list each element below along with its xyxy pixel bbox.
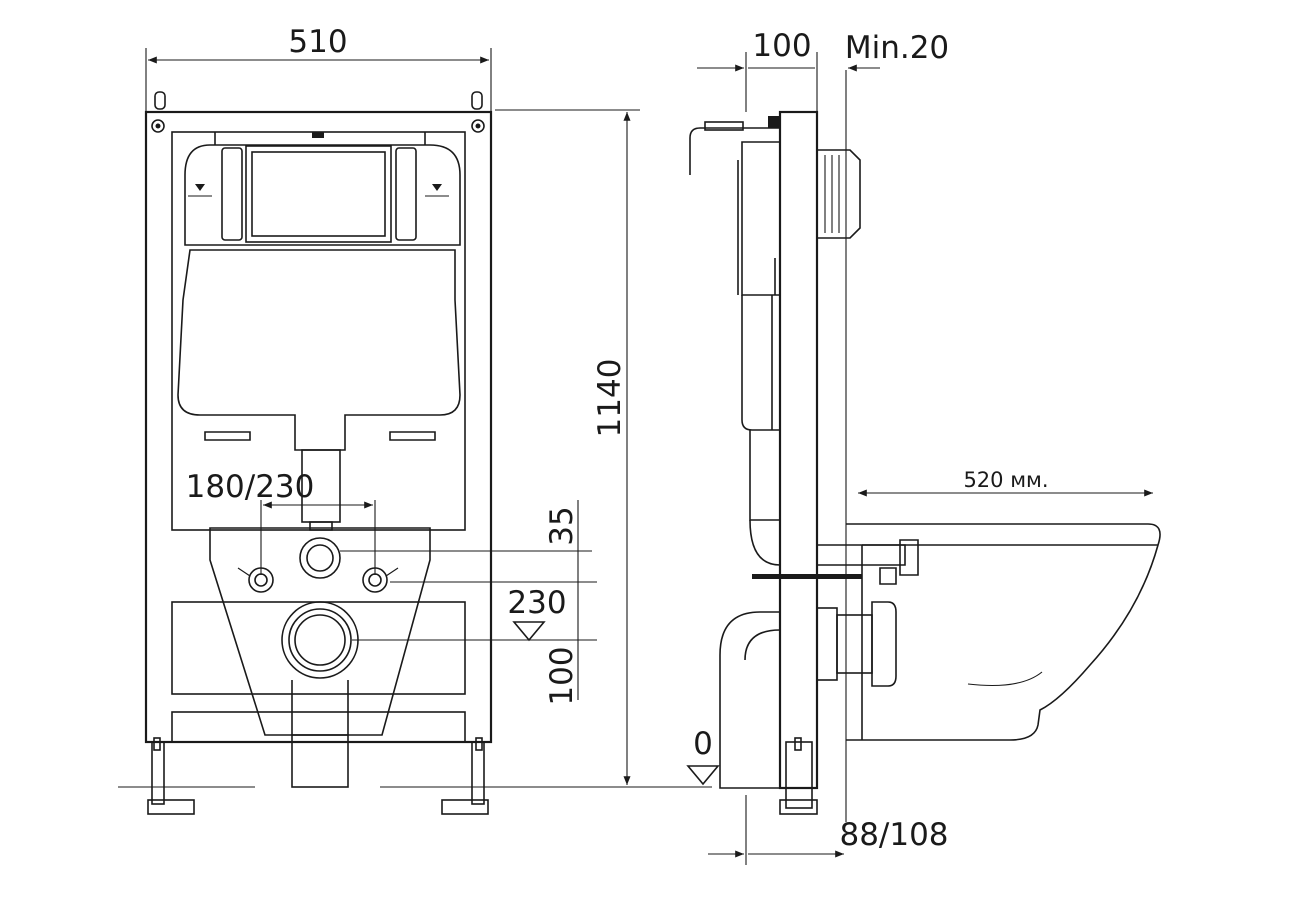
total-height-label: 1140: [592, 359, 628, 438]
drain-height-label: 230: [507, 585, 566, 621]
side-dimensions: 100 Min.20 520 мм. 0 88/108: [686, 28, 1153, 865]
side-view: [689, 70, 1161, 822]
frame-width-label: 510: [288, 24, 347, 60]
frame-depth-label: 100: [752, 28, 811, 64]
bottom-depth-label: 88/108: [839, 817, 948, 853]
stud-height-label: 100: [544, 646, 580, 705]
outlet-spacing-label: 180/230: [186, 469, 315, 505]
front-dimensions: 510 1140 180/230 35 230 100: [145, 24, 640, 785]
inlet-offset-label: 35: [544, 506, 580, 545]
front-view: [118, 91, 712, 815]
min-gap-label: Min.20: [845, 30, 949, 66]
bowl-projection-label: 520 мм.: [963, 468, 1048, 492]
floor-level-label: 0: [693, 726, 713, 762]
